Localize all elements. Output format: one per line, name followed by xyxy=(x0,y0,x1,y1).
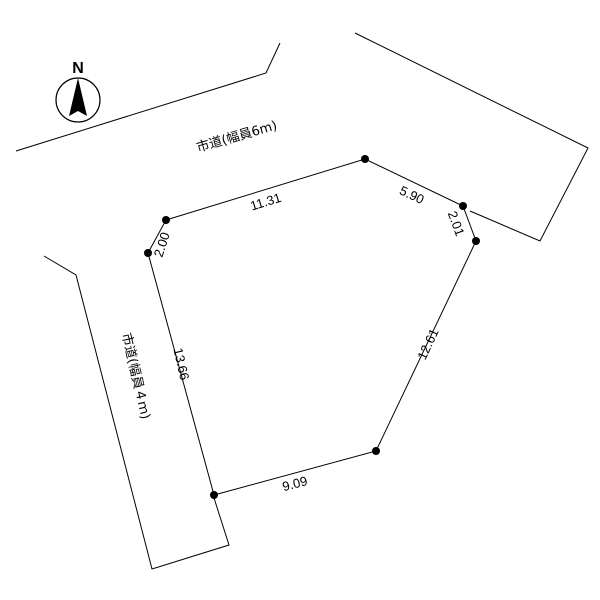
dimension-left-short: 2.00 xyxy=(151,230,173,259)
vertex xyxy=(162,216,170,224)
dimension-right-long: 12.61 xyxy=(414,326,441,362)
west-road-outline xyxy=(43,255,230,570)
north-letter: N xyxy=(72,60,84,77)
vertex xyxy=(361,155,369,163)
dimension-bottom: 9.09 xyxy=(281,473,309,494)
vertex xyxy=(459,202,467,210)
lot-vertices xyxy=(144,155,480,499)
north-arrow-icon xyxy=(69,78,87,116)
vertex xyxy=(144,249,152,257)
vertex xyxy=(472,237,480,245)
north-arrow: N xyxy=(55,60,101,123)
dimension-right-short: 2.01 xyxy=(445,209,468,238)
vertex xyxy=(372,447,380,455)
north-road-label: 市道(幅員6m) xyxy=(195,118,279,156)
west-road-label: 市道(幅員４ｍ) xyxy=(118,331,153,420)
north-road-south-edge xyxy=(15,42,281,152)
dimension-left-long: 13.66 xyxy=(170,346,192,381)
lot-boundary xyxy=(147,158,477,496)
east-road-outline xyxy=(354,32,589,242)
vertex xyxy=(210,491,218,499)
